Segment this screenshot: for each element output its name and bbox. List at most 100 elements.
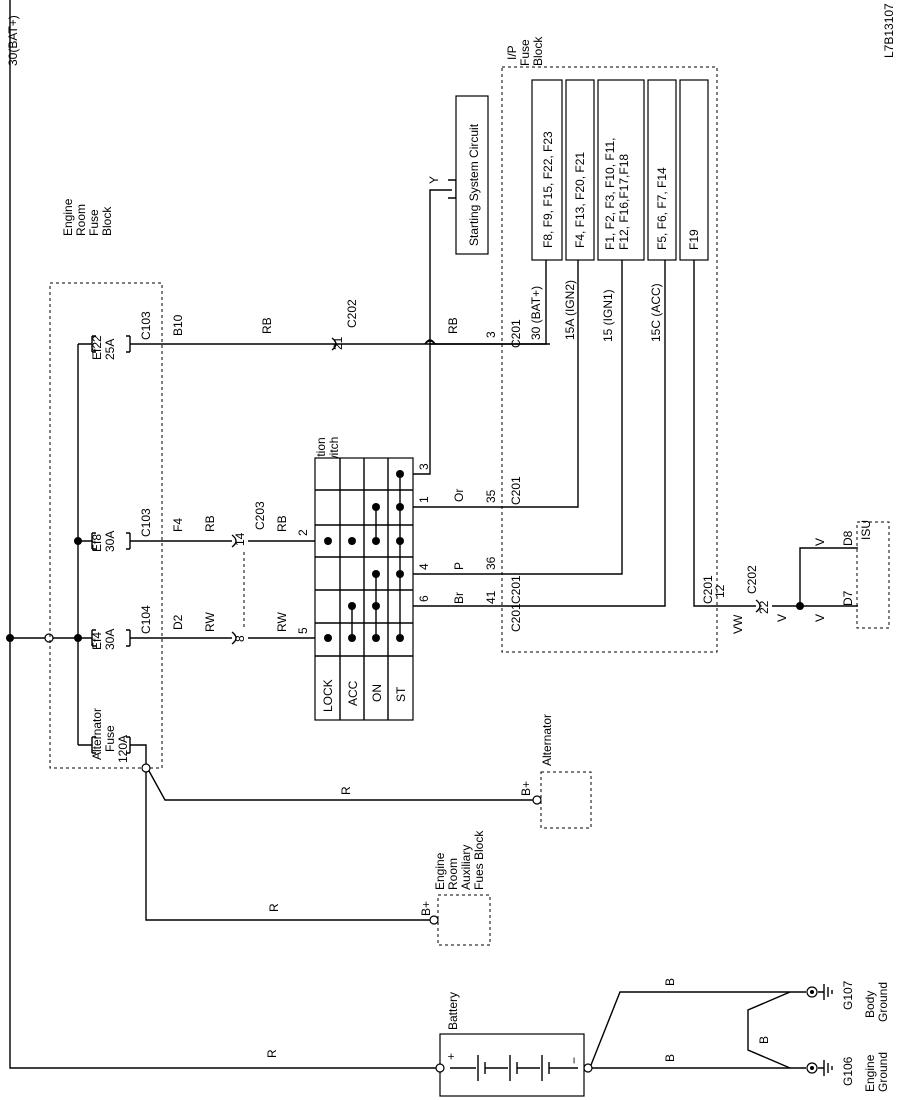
- isu-pin-d8: D8: [841, 530, 855, 546]
- c201-pin3-label: C201: [509, 319, 523, 348]
- bat-bus-label: 30(BAT+): [6, 15, 20, 66]
- c202-connector: [331, 337, 337, 351]
- c201-pin12-num: 12: [713, 584, 727, 598]
- wire-or-label: Or: [452, 489, 466, 502]
- ign-pin-1: 1: [417, 496, 431, 503]
- wire-b-1: B: [663, 978, 677, 986]
- wire-v-1: V: [775, 614, 789, 622]
- battery-label: Battery: [446, 992, 460, 1030]
- g107-ground-symbol: [818, 984, 833, 1000]
- ip-fuse-group-acc-label: F5, F6, F7, F14: [655, 167, 669, 250]
- ip-fuse-f19: [679, 79, 709, 261]
- fuse-ef8-label: Ef8 30A: [90, 531, 117, 552]
- wire-ground-link: [747, 991, 791, 1069]
- ip-fuse-group-bat: [531, 79, 563, 261]
- contact-lock-5: [324, 634, 332, 642]
- ip-fuse-group-ign2: [565, 79, 595, 261]
- c203-pin8: 8: [233, 635, 247, 642]
- wire-rb-4: RB: [275, 515, 289, 532]
- ip-fuse-block-box: [501, 66, 718, 653]
- conn-c103-f4: C103: [139, 508, 153, 537]
- ip-fuse-group-acc: [647, 79, 677, 261]
- wire-aux-feed: [145, 772, 430, 921]
- wire-alt-feed: [148, 770, 535, 801]
- battery-minus-terminal: [583, 1063, 593, 1073]
- ign-pos-lock: LOCK: [321, 679, 335, 712]
- c203-connector-14: [231, 534, 315, 548]
- fuse-ef22-label: Ef22 25A: [90, 332, 117, 360]
- ign-pos-acc: ACC: [346, 680, 360, 706]
- wire-r-battery: R: [265, 1049, 279, 1058]
- battery-plus: +: [444, 1053, 458, 1060]
- wire-v-2: V: [813, 614, 827, 622]
- c201-pin12-label: C201: [701, 575, 715, 604]
- g106-desc: Engine Ground: [863, 1051, 890, 1092]
- g107-terminal-dot: [810, 990, 814, 994]
- ign-pos-on: ON: [370, 684, 384, 702]
- bus-terminal: [44, 633, 54, 643]
- battery-cells: [450, 1055, 578, 1081]
- wire-rb-2: RB: [446, 317, 460, 334]
- circuit-bat: 30 (BAT+): [529, 286, 543, 340]
- pin-b10: B10: [171, 314, 185, 336]
- ip-fuse-f19-label: F19: [687, 229, 701, 250]
- ign-pin-2: 2: [296, 529, 310, 536]
- c201-pin35-label: C201: [509, 476, 523, 505]
- c201-pin35-num: 35: [484, 489, 498, 503]
- wire-rw-2: RW: [275, 612, 289, 632]
- ign-pin-6: 6: [417, 595, 431, 602]
- g106-label: G106: [841, 1056, 855, 1086]
- fuse-ef4-label: Ef4 30A: [90, 629, 117, 650]
- c201-pin36-label: C201: [509, 575, 523, 604]
- starting-system-box: [455, 95, 489, 255]
- alternator-label: Alternator: [540, 714, 554, 766]
- ip-fuse-group-bat-label: F8, F9, F15, F22, F23: [541, 131, 555, 248]
- contact-lock-2: [324, 537, 332, 545]
- wire-rw-1: RW: [203, 612, 217, 632]
- wire-rb-1: RB: [260, 317, 274, 334]
- engine-fuse-block-label: Engine Room Fuse Block: [61, 195, 114, 236]
- isu-pin-d7: D7: [841, 590, 855, 606]
- wire-v-3: V: [813, 538, 827, 546]
- ip-fuse-group-ign1: [597, 79, 645, 261]
- alt-fuse-terminal: [141, 763, 151, 773]
- aux-fuse-block-box: [437, 894, 491, 946]
- isu-box: [856, 521, 890, 629]
- c201-pin41-num: 41: [484, 590, 498, 604]
- circuit-acc: 15C (ACC): [649, 283, 663, 342]
- c202b-label: C202: [745, 565, 759, 594]
- wire-v-branch: [799, 547, 858, 606]
- aux-bplus: B+: [419, 901, 433, 916]
- ign-pos-st: ST: [394, 686, 408, 702]
- c202-pin21: 21: [331, 336, 345, 350]
- wire-bat-feed: [430, 260, 547, 345]
- starting-connector: [448, 179, 457, 199]
- contact-acc-2: [348, 537, 356, 545]
- ign-pin-3: 3: [417, 463, 431, 470]
- fuse-ef22-symbol: [78, 335, 550, 353]
- circuit-ign2: 15A (IGN2): [563, 280, 577, 340]
- alternator-bplus: B+: [519, 781, 533, 796]
- g106-ground-symbol: [818, 1060, 833, 1076]
- pin-d2: D2: [171, 614, 185, 630]
- ignition-contact-links: [351, 474, 401, 638]
- wire-br-label: Br: [452, 592, 466, 604]
- battery-minus: −: [567, 1057, 581, 1064]
- conn-c103-b10: C103: [139, 311, 153, 340]
- diagram-id: L7B13107: [882, 3, 896, 58]
- alternator-box: [540, 771, 592, 829]
- bat-bus-wire: [9, 0, 440, 1069]
- bus-junction: [6, 634, 14, 642]
- starting-system-label: Starting System Circuit: [467, 123, 481, 246]
- c201-pin3-num: 3: [484, 331, 498, 338]
- aux-fuse-block-label: Engine Room Auxiliary Fues Block: [433, 830, 486, 890]
- wire-r-alt: R: [339, 786, 353, 795]
- ign-pin-5: 5: [296, 627, 310, 634]
- circuit-ign1: 15 (IGN1): [601, 289, 615, 342]
- ip-fuse-group-ign2-label: F4, F13, F20, F21: [573, 152, 587, 248]
- wire-r-aux: R: [267, 903, 281, 912]
- wire-rb-3: RB: [203, 515, 217, 532]
- alternator-terminal: [532, 795, 542, 805]
